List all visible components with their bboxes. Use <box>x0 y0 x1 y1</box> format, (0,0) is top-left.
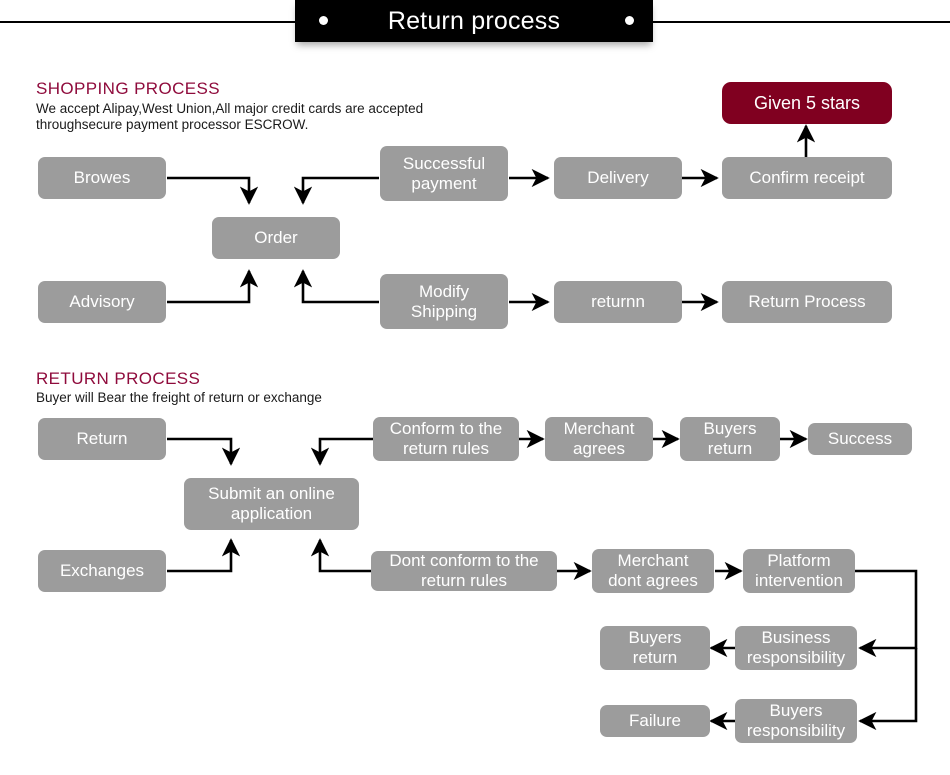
shopping-process-description: We accept Alipay,West Union,All major cr… <box>36 101 424 132</box>
node-confirm-receipt[interactable]: Confirm receipt <box>722 157 892 199</box>
node-browes[interactable]: Browes <box>38 157 166 199</box>
node-order[interactable]: Order <box>212 217 340 259</box>
node-conform-to-return-rules[interactable]: Conform to the return rules <box>373 417 519 461</box>
node-modify-shipping[interactable]: Modify Shipping <box>380 274 508 329</box>
return-process-heading: RETURN PROCESS <box>36 369 201 388</box>
node-buyers-return-mid[interactable]: Buyers return <box>600 626 710 670</box>
node-buyers-return-top[interactable]: Buyers return <box>680 417 780 461</box>
node-business-responsibility[interactable]: Business responsibility <box>735 626 857 670</box>
node-advisory[interactable]: Advisory <box>38 281 166 323</box>
node-dont-conform-to-return-rules[interactable]: Dont conform to the return rules <box>371 551 557 591</box>
page-title: Return process <box>387 7 561 35</box>
shopping-process-heading: SHOPPING PROCESS <box>36 79 220 98</box>
return-process-description: Buyer will Bear the freight of return or… <box>36 390 322 405</box>
node-successful-payment[interactable]: Successful payment <box>380 146 508 201</box>
bullet-dot-icon <box>319 16 328 25</box>
node-exchanges[interactable]: Exchanges <box>38 550 166 592</box>
node-submit-online-application[interactable]: Submit an online application <box>184 478 359 530</box>
node-given-5-stars[interactable]: Given 5 stars <box>722 82 892 124</box>
bullet-dot-icon <box>625 16 634 25</box>
banner: Return process <box>295 0 653 42</box>
node-success[interactable]: Success <box>808 423 912 455</box>
node-merchant-dont-agrees[interactable]: Merchant dont agrees <box>592 549 714 593</box>
node-buyers-responsibility[interactable]: Buyers responsibility <box>735 699 857 743</box>
node-delivery[interactable]: Delivery <box>554 157 682 199</box>
node-failure[interactable]: Failure <box>600 705 710 737</box>
node-platform-intervention[interactable]: Platform intervention <box>743 549 855 593</box>
node-merchant-agrees[interactable]: Merchant agrees <box>545 417 653 461</box>
node-return-process[interactable]: Return Process <box>722 281 892 323</box>
node-returnn[interactable]: returnn <box>554 281 682 323</box>
node-return[interactable]: Return <box>38 418 166 460</box>
